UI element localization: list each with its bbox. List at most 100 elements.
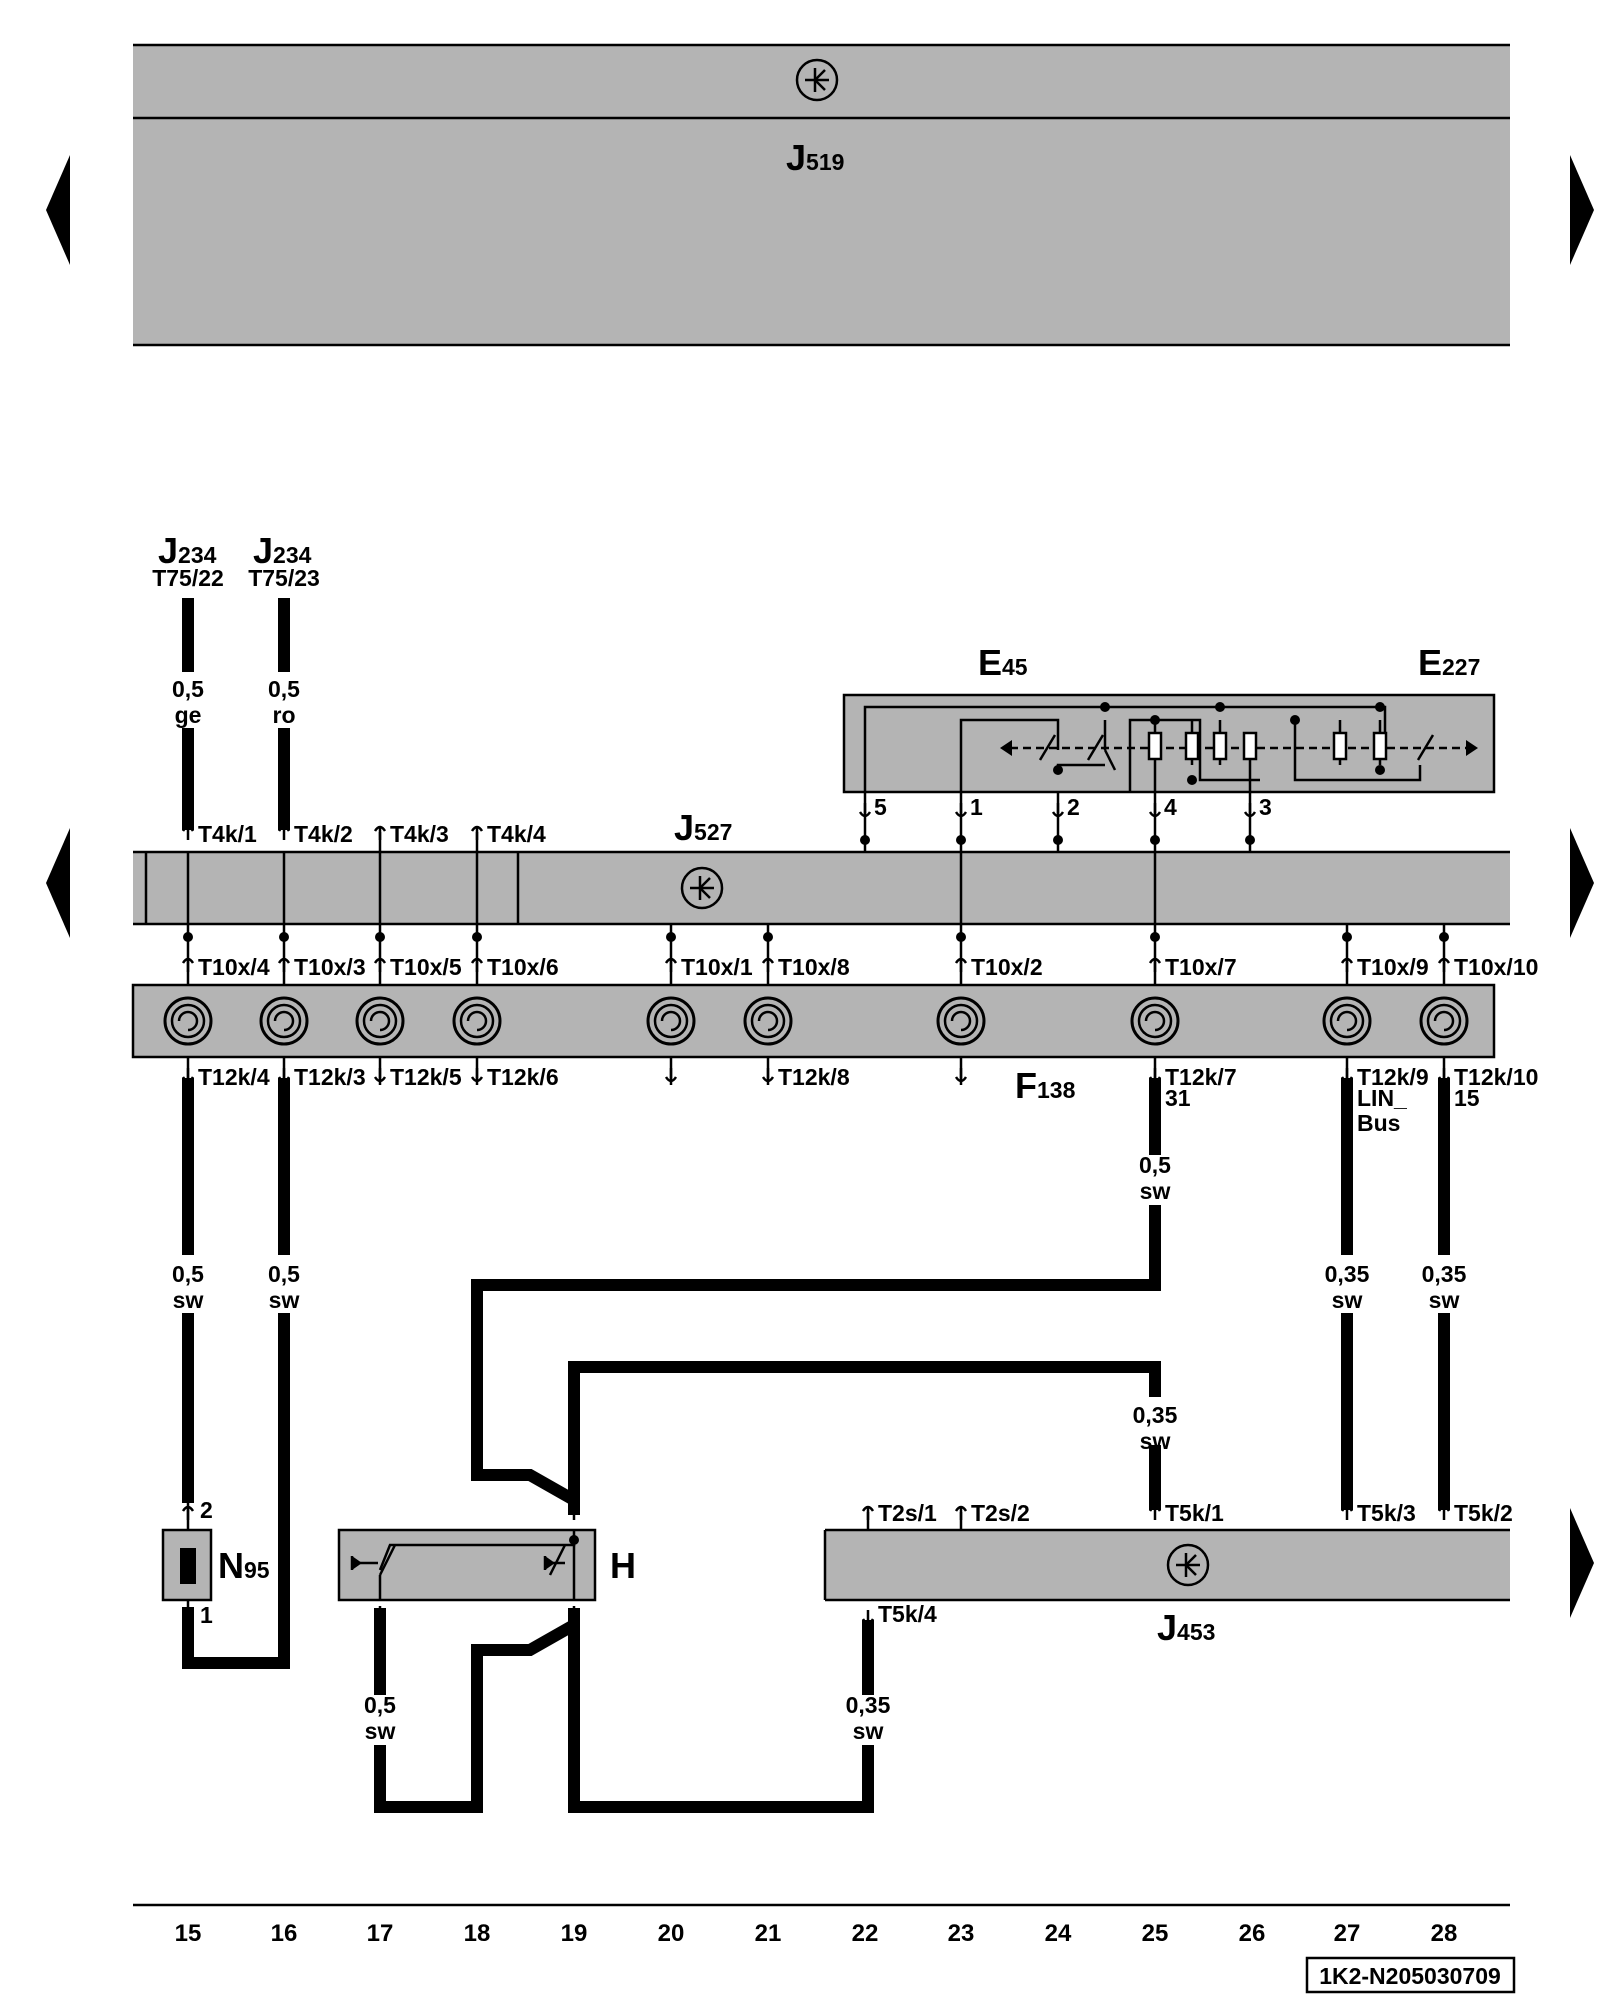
resistor-icon xyxy=(1332,731,1348,761)
j527-number: 527 xyxy=(694,819,732,845)
t12k-pin: T12k/6 xyxy=(487,1064,559,1090)
connector-pin-icon xyxy=(1340,1505,1354,1522)
arrow-left-icon[interactable] xyxy=(46,155,70,265)
wire-color: sw xyxy=(853,1718,884,1744)
arrow-right-icon[interactable] xyxy=(1570,828,1594,938)
f138-fuse-box: F138 xyxy=(131,983,1496,1106)
column-number: 26 xyxy=(1239,1920,1266,1947)
connector-pin-icon xyxy=(373,1066,387,1083)
t10x-pin: T10x/8 xyxy=(778,954,850,980)
e45-pin: 2 xyxy=(1067,794,1080,820)
connector-pin-icon xyxy=(1340,957,1354,974)
svg-text:N95: N95 xyxy=(218,1545,270,1586)
f138-number: 138 xyxy=(1037,1077,1076,1103)
connector-pin-icon xyxy=(1051,801,1065,818)
t10x-pin: T10x/6 xyxy=(487,954,559,980)
j453-number: 453 xyxy=(1177,1619,1215,1645)
e45-pin: 1 xyxy=(970,794,983,820)
wire-color: sw xyxy=(1140,1428,1171,1454)
t4k-pin: T4k/2 xyxy=(294,821,353,847)
j453-pin: T5k/1 xyxy=(1165,1500,1224,1526)
connector-pin-icon xyxy=(373,957,387,974)
t12k-pin: T12k/5 xyxy=(390,1064,462,1090)
j527-letter: J xyxy=(674,807,694,848)
wire-size: 0,5 xyxy=(172,676,204,702)
connector-pin-icon xyxy=(1148,1505,1162,1522)
connector-pin-icon xyxy=(1148,957,1162,974)
t12k-note: Bus xyxy=(1357,1110,1400,1136)
t10x-pin: T10x/7 xyxy=(1165,954,1237,980)
connector-pin-icon xyxy=(470,1066,484,1083)
e227-number: 227 xyxy=(1442,654,1480,680)
wire-size: 0,35 xyxy=(1422,1261,1467,1287)
wire-color: ge xyxy=(175,702,202,728)
t12k-pin: T12k/9 xyxy=(1357,1064,1429,1090)
e45-pin: 3 xyxy=(1259,794,1272,820)
connector-pin-icon xyxy=(858,801,872,818)
connector-pin-icon xyxy=(181,1505,195,1522)
connector-pin-icon xyxy=(181,957,195,974)
wire-color: sw xyxy=(365,1718,396,1744)
connector-pin-icon xyxy=(861,1505,875,1522)
arrow-right-icon[interactable] xyxy=(1570,155,1594,265)
column-number: 20 xyxy=(658,1920,685,1947)
j527-f138-links xyxy=(181,852,1451,985)
connector-pin-icon xyxy=(761,957,775,974)
f138-letter: F xyxy=(1015,1065,1037,1106)
n95-number: 95 xyxy=(244,1557,270,1583)
n95-component: 2 1 N95 xyxy=(161,1497,270,1628)
j234-a-number: 234 xyxy=(178,542,217,568)
connector-pin-icon xyxy=(1148,801,1162,818)
t4k-pin: T4k/4 xyxy=(487,821,546,847)
t10x-pin: T10x/3 xyxy=(294,954,366,980)
j519-letter: J xyxy=(786,137,806,178)
column-number: 28 xyxy=(1431,1920,1458,1947)
column-number: 21 xyxy=(755,1920,782,1947)
t12k-pin: T12k/10 xyxy=(1454,1064,1538,1090)
resistor-icon xyxy=(1212,731,1228,761)
connector-pin-icon xyxy=(470,957,484,974)
connector-pin-icon xyxy=(761,1066,775,1083)
t12k-pin: T12k/3 xyxy=(294,1064,366,1090)
j453-letter: J xyxy=(1157,1607,1177,1648)
connector-pin-icon xyxy=(181,825,195,842)
t10x-pin: T10x/1 xyxy=(681,954,753,980)
svg-text:J527: J527 xyxy=(674,807,732,848)
wire[interactable] xyxy=(374,1608,580,1813)
connector-pin-icon xyxy=(1437,1505,1451,1522)
t12k-note: 31 xyxy=(1165,1085,1191,1111)
wire-color: sw xyxy=(269,1287,300,1313)
wire[interactable] xyxy=(182,1313,290,1669)
wire-color: sw xyxy=(1332,1287,1363,1313)
h-letter: H xyxy=(610,1545,636,1586)
resistor-icon xyxy=(1372,731,1388,761)
resistor-icon xyxy=(1184,731,1200,761)
arrow-right-icon[interactable] xyxy=(1570,1508,1594,1618)
t4k-pin: T4k/1 xyxy=(198,821,257,847)
e45-pin: 5 xyxy=(874,794,887,820)
connector-pin-icon xyxy=(664,957,678,974)
t10x-pin: T10x/9 xyxy=(1357,954,1429,980)
t12k-note: LIN_ xyxy=(1357,1085,1407,1111)
wire-size: 0,5 xyxy=(268,676,300,702)
connector-pin-icon xyxy=(664,1066,678,1083)
svg-text:E45: E45 xyxy=(978,642,1028,683)
connector-pin-icon xyxy=(1437,957,1451,974)
wire[interactable] xyxy=(568,1361,1161,1515)
wire-size: 0,35 xyxy=(846,1692,891,1718)
connector-pin-icon xyxy=(954,801,968,818)
wire-color: sw xyxy=(173,1287,204,1313)
wire-size: 0,5 xyxy=(364,1692,396,1718)
connector-pin-icon xyxy=(277,825,291,842)
wire[interactable] xyxy=(568,1625,874,1813)
j453-pin: T5k/3 xyxy=(1357,1500,1416,1526)
arrow-left-icon[interactable] xyxy=(46,828,70,938)
t12k-pin: T12k/4 xyxy=(198,1064,270,1090)
t10x-pin: T10x/4 xyxy=(198,954,270,980)
diagram-id-box xyxy=(1305,1956,1516,1994)
j234-a-pin: T75/22 xyxy=(152,565,224,591)
column-number: 15 xyxy=(175,1920,202,1947)
t12k-pin: T12k/8 xyxy=(778,1064,850,1090)
column-number: 22 xyxy=(852,1920,879,1947)
